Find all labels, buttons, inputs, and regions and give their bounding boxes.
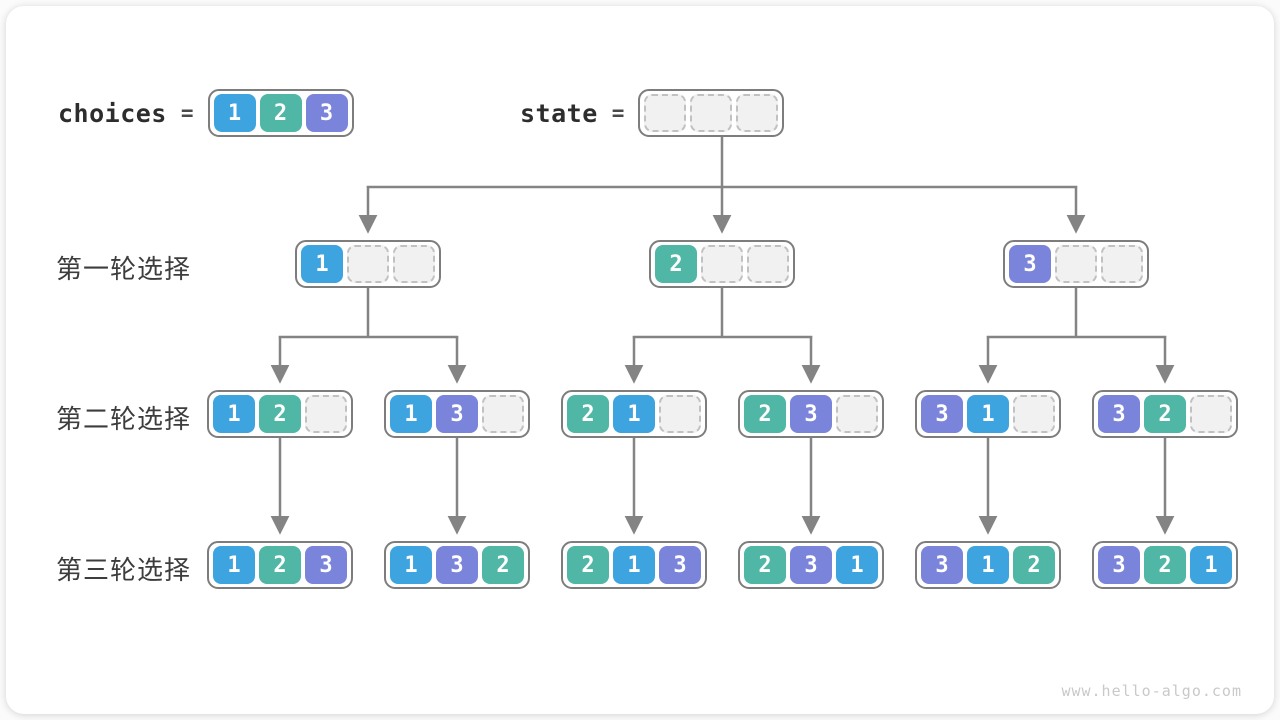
empty-cell	[393, 245, 435, 283]
empty-cell	[1190, 395, 1232, 433]
choices-label: choices	[58, 98, 167, 128]
empty-cell	[747, 245, 789, 283]
value-cell: 3	[305, 546, 347, 584]
state-node-slot	[638, 89, 785, 137]
value-cell: 2	[1144, 395, 1186, 433]
state-label: state	[520, 98, 598, 128]
empty-cell	[836, 395, 878, 433]
value-cell: 1	[390, 395, 432, 433]
state-array	[638, 89, 785, 137]
tree-node: 2	[649, 240, 795, 288]
empty-cell	[1055, 245, 1097, 283]
value-cell: 2	[259, 546, 301, 584]
value-cell: 3	[921, 395, 963, 433]
empty-cell	[347, 245, 389, 283]
empty-cell	[690, 94, 733, 132]
value-cell: 2	[744, 546, 786, 584]
empty-cell	[659, 395, 701, 433]
empty-cell	[701, 245, 743, 283]
empty-cell	[305, 395, 347, 433]
empty-cell	[644, 94, 687, 132]
value-cell: 2	[1144, 546, 1186, 584]
value-cell: 3	[790, 546, 832, 584]
value-cell: 1	[613, 395, 655, 433]
value-cell: 2	[655, 245, 697, 283]
watermark: www.hello-algo.com	[1061, 682, 1242, 700]
value-cell: 2	[259, 94, 302, 132]
state-group: state =	[520, 89, 785, 137]
value-cell: 2	[567, 546, 609, 584]
state-equals-sign: =	[611, 101, 625, 125]
empty-cell	[482, 395, 524, 433]
value-cell: 3	[1098, 546, 1140, 584]
row-label-round-2: 第二轮选择	[56, 405, 192, 435]
value-cell: 2	[744, 395, 786, 433]
value-cell: 3	[1009, 245, 1051, 283]
value-cell: 3	[436, 546, 478, 584]
value-cell: 3	[1098, 395, 1140, 433]
tree-node: 3	[1003, 240, 1149, 288]
empty-cell	[1101, 245, 1143, 283]
value-cell: 1	[967, 546, 1009, 584]
row-label-round-3: 第三轮选择	[56, 556, 192, 586]
value-cell: 2	[482, 546, 524, 584]
value-cell: 2	[259, 395, 301, 433]
value-cell: 1	[1190, 546, 1232, 584]
value-cell: 1	[836, 546, 878, 584]
value-cell: 1	[301, 245, 343, 283]
value-cell: 1	[390, 546, 432, 584]
empty-cell	[736, 94, 779, 132]
value-cell: 1	[613, 546, 655, 584]
value-cell: 1	[967, 395, 1009, 433]
value-cell: 2	[1013, 546, 1055, 584]
empty-cell	[1013, 395, 1055, 433]
value-cell: 3	[790, 395, 832, 433]
tree-node: 1	[295, 240, 441, 288]
value-cell: 3	[436, 395, 478, 433]
value-cell: 2	[567, 395, 609, 433]
value-cell: 3	[659, 546, 701, 584]
value-cell: 3	[305, 94, 348, 132]
value-cell: 1	[213, 546, 255, 584]
value-cell: 1	[213, 395, 255, 433]
choices-equals-sign: =	[180, 101, 194, 125]
value-cell: 1	[213, 94, 256, 132]
value-cell: 3	[921, 546, 963, 584]
row-label-round-1: 第一轮选择	[56, 255, 192, 285]
